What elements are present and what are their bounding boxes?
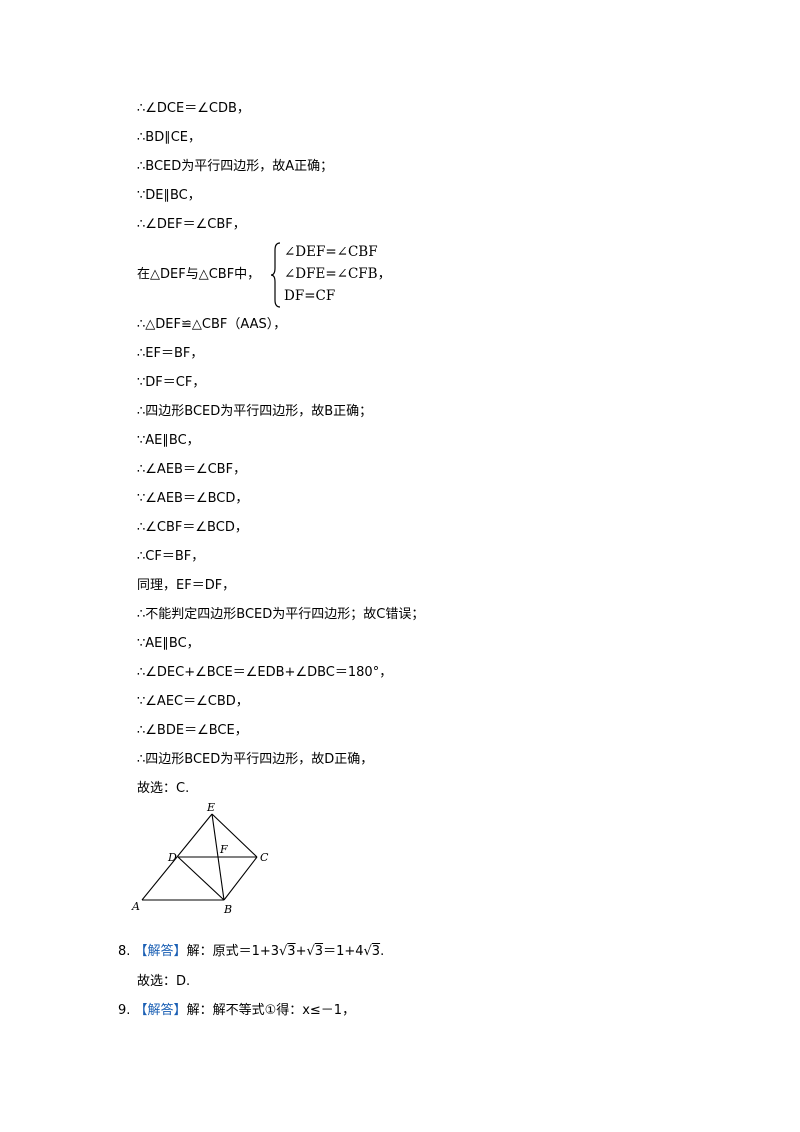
geometry-figure: A B C D E F: [131, 801, 269, 916]
solution-line-17: ∴不能判定四边形BCED为平行四边形；故C错误；: [137, 607, 425, 622]
solution-line-19: ∴∠DEC+∠BCE＝∠EDB+∠DBC＝180°，: [137, 665, 393, 680]
solution-line-21: ∴∠BDE＝∠BCE，: [137, 723, 248, 738]
question-8-radicand-1: 3: [287, 944, 296, 959]
question-8-text-d: .: [380, 944, 385, 959]
solution-line-11: ∵AE∥BC，: [137, 433, 200, 448]
label-D: D: [167, 851, 177, 864]
question-9: 9. 【解答】解：解不等式①得：x≤－1，: [118, 1001, 355, 1021]
segment-CB: [223, 856, 258, 901]
sqrt-icon: √: [306, 944, 315, 959]
sqrt-icon: √: [363, 944, 372, 959]
solution-line-16: 同理，EF＝DF，: [137, 578, 236, 593]
label-F: F: [219, 843, 228, 856]
label-E: E: [206, 801, 215, 814]
solution-line-7: ∴△DEF≌△CBF（AAS），: [137, 317, 287, 332]
solution-line-10: ∴四边形BCED为平行四边形，故B正确；: [137, 404, 373, 419]
segment-EC: [211, 813, 258, 858]
question-8-number: 8.: [118, 944, 131, 959]
solution-line-23: 故选：C.: [137, 781, 190, 796]
segment-AE: [141, 813, 213, 901]
question-9-text: 解：解不等式①得：x≤－1，: [186, 1003, 356, 1018]
question-8-text-b: +: [295, 944, 307, 959]
solution-line-6: 在△DEF与△CBF中，: [137, 267, 261, 282]
solution-line-9: ∵DF＝CF，: [137, 375, 206, 390]
solution-line-4: ∵DE∥BC，: [137, 188, 201, 203]
solution-line-13: ∵∠AEB＝∠BCD，: [137, 491, 249, 506]
solution-line-8: ∴EF＝BF，: [137, 346, 204, 361]
label-A: A: [131, 900, 140, 913]
solution-line-2: ∴BD∥CE，: [137, 130, 201, 145]
sqrt-icon: √: [279, 944, 288, 959]
solution-line-14: ∴∠CBF＝∠BCD，: [137, 520, 248, 535]
question-8-answer: 故选：D.: [137, 974, 191, 989]
label-C: C: [260, 851, 269, 864]
question-9-number: 9.: [118, 1003, 131, 1018]
brace-icon: [270, 242, 281, 308]
solution-line-12: ∴∠AEB＝∠CBF，: [137, 462, 247, 477]
question-8-tag: 【解答】: [134, 944, 187, 959]
question-8-radicand-3: 3: [371, 944, 381, 959]
solution-line-1: ∴∠DCE＝∠CDB，: [137, 101, 250, 116]
solution-line-18: ∵AE∥BC，: [137, 636, 200, 651]
system-row-3: DF=CF: [284, 288, 336, 304]
solution-line-15: ∴CF＝BF，: [137, 549, 205, 564]
question-8-radicand-2: 3: [314, 944, 324, 959]
system-row-2: ∠DFE=∠CFB，: [284, 266, 392, 282]
question-8-text-a: 解：原式＝1+3: [186, 944, 279, 959]
question-8-text-c: ＝1+4: [323, 944, 364, 959]
system-row-1: ∠DEF=∠CBF: [284, 244, 378, 260]
question-9-tag: 【解答】: [134, 1003, 187, 1018]
solution-line-3: ∴BCED为平行四边形，故A正确；: [137, 159, 334, 174]
solution-line-20: ∵∠AEC＝∠CBD，: [137, 694, 249, 709]
question-8: 8. 【解答】解：原式＝1+3√3+√3＝1+4√3.: [118, 942, 384, 962]
segment-DB: [177, 856, 225, 901]
label-B: B: [223, 903, 232, 916]
solution-line-5: ∴∠DEF＝∠CBF，: [137, 217, 246, 232]
equation-system: ∠DEF=∠CBF ∠DFE=∠CFB， DF=CF: [270, 242, 392, 308]
solution-line-22: ∴四边形BCED为平行四边形，故D正确，: [137, 752, 374, 767]
